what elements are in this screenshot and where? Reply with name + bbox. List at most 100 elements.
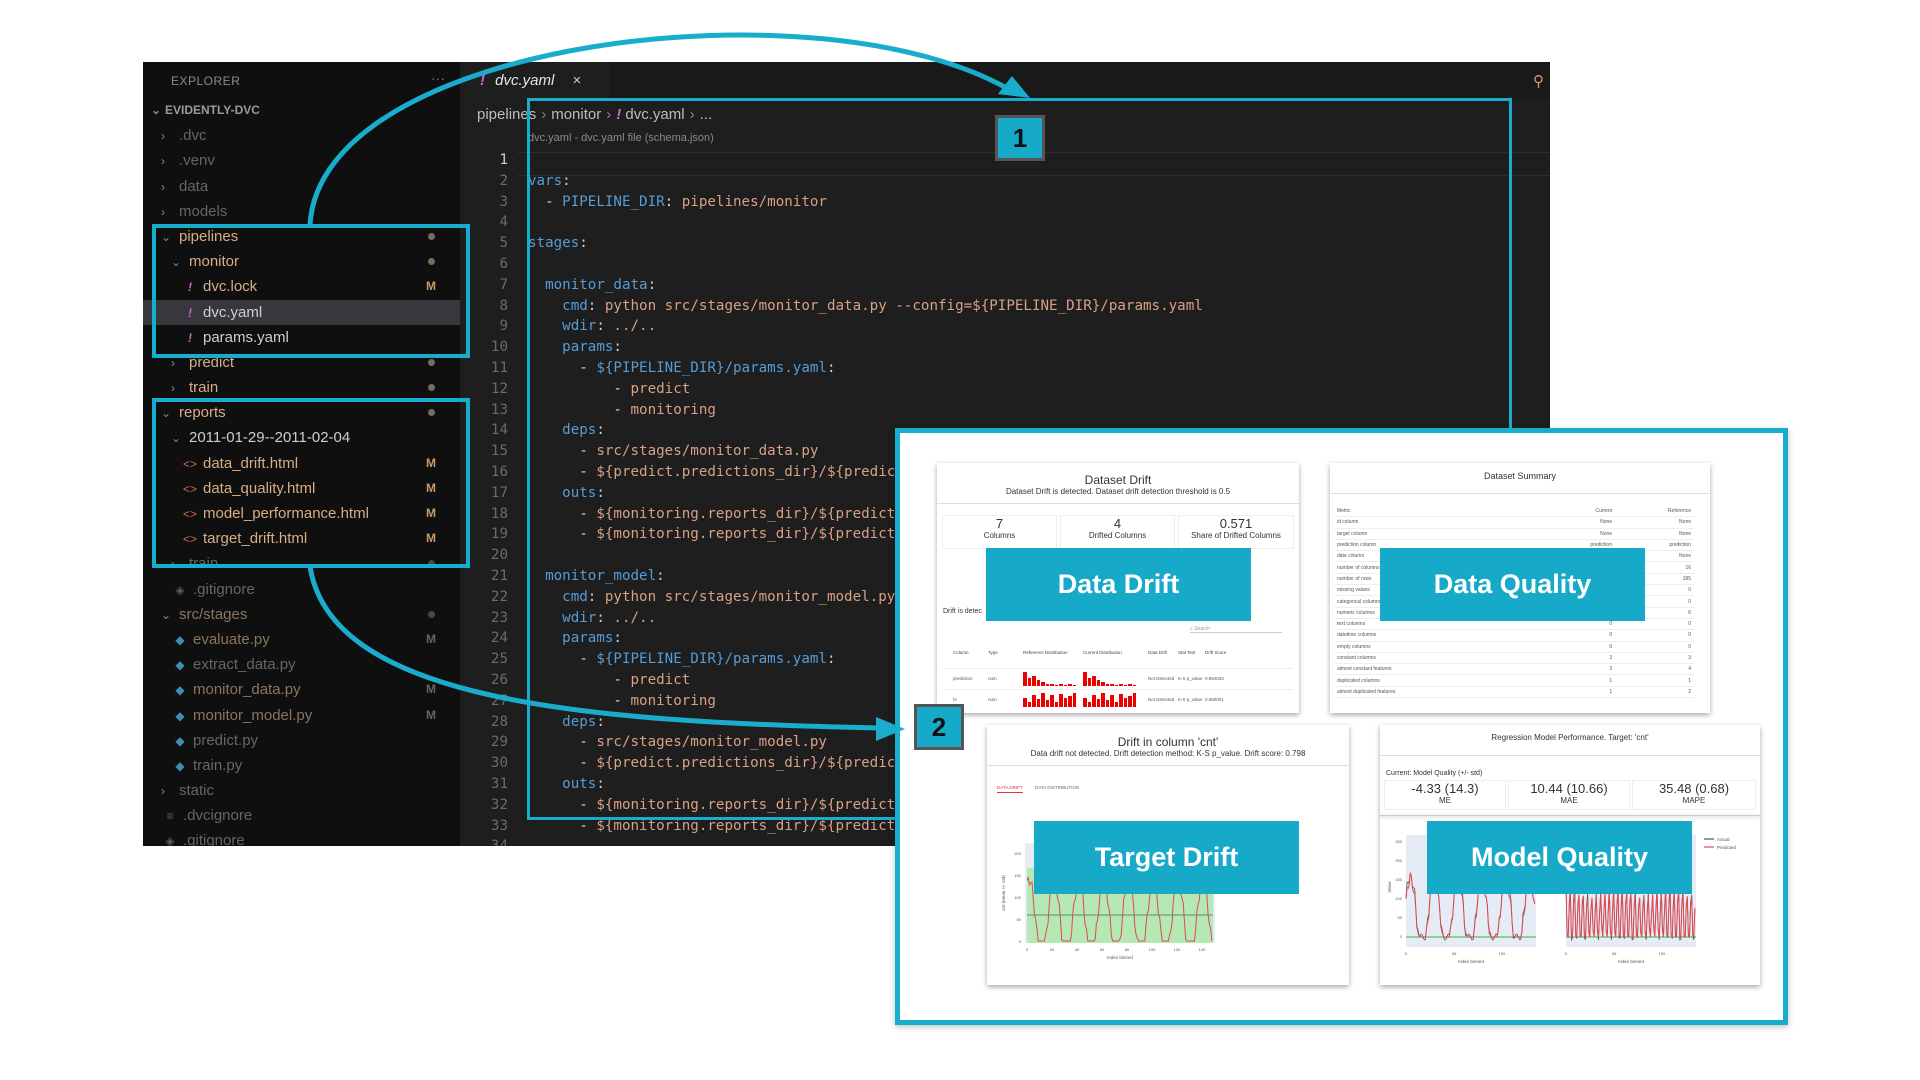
histogram-bar <box>1054 702 1058 707</box>
tree-item[interactable]: ⌄src/stages <box>143 602 460 627</box>
code-line: wdir: ../.. <box>562 318 657 335</box>
card-title: Dataset Drift <box>1084 473 1152 487</box>
line-number: 29 <box>490 734 508 751</box>
breadcrumb-file[interactable]: dvc.yaml <box>625 106 685 123</box>
tab-data-drift[interactable]: DATA DRIFT <box>997 785 1023 793</box>
x-tick-label: 80 <box>1125 947 1130 952</box>
tree-item[interactable]: ◈.gitignore <box>143 828 460 846</box>
cell-drift: Not Detected <box>1148 697 1175 702</box>
code-line: - predict <box>528 672 691 688</box>
x-tick-label: 40 <box>1075 947 1080 952</box>
tree-item-label: data_drift.html <box>203 454 299 472</box>
tree-item[interactable]: ⌄monitor <box>143 249 460 274</box>
tree-item[interactable]: ◈.gitignore <box>143 577 460 602</box>
tree-item[interactable]: ◆train.py <box>143 753 460 778</box>
chevron-right-icon: › <box>171 557 175 572</box>
x-axis-label: Index binned <box>1458 959 1484 964</box>
code-line: outs: <box>562 776 605 792</box>
tree-item-label: dvc.lock <box>203 278 258 296</box>
breadcrumb-monitor[interactable]: monitor <box>551 106 602 123</box>
tree-item-label: train <box>189 555 219 573</box>
tree-item[interactable]: › train <box>143 551 460 576</box>
table-cell: 3 <box>1540 663 1616 676</box>
tree-item[interactable]: ›.venv <box>143 148 460 173</box>
tree-item[interactable]: ⌄reports <box>143 400 460 425</box>
html-file-icon: <> <box>182 481 197 496</box>
y-tick-label: 0 <box>1400 934 1403 939</box>
tree-item[interactable]: ›models <box>143 199 460 224</box>
y-axis-label: Value <box>1387 881 1392 893</box>
histogram-bar <box>1083 698 1087 707</box>
table-cell: 0 <box>1540 618 1616 631</box>
metric-me: -4.33 (14.3)ME <box>1384 780 1506 810</box>
code-line: - monitoring <box>528 401 716 418</box>
tree-item[interactable]: ›static <box>143 778 460 803</box>
search-input[interactable]: ⌕ Search <box>1190 626 1282 633</box>
tree-item[interactable]: ◆extract_data.py <box>143 652 460 677</box>
tree-item-label: model_performance.html <box>203 505 369 522</box>
table-cell: 185 <box>1615 573 1694 586</box>
histogram-bar <box>1032 676 1036 686</box>
chevron-down-icon: ⌄ <box>161 406 172 421</box>
tab-dvc-yaml[interactable]: ! dvc.yaml × <box>460 62 610 100</box>
table-cell: None <box>1615 516 1694 529</box>
tree-item[interactable]: ≡.dvcignore <box>143 803 460 828</box>
modified-dot-icon <box>428 610 435 618</box>
close-icon[interactable]: × <box>572 72 582 89</box>
breadcrumb-symbol[interactable]: ... <box>699 106 713 123</box>
tree-item-label: pipelines <box>179 227 239 245</box>
tab-data-distribution[interactable]: DATA DISTRIBUTION <box>1035 785 1080 790</box>
html-file-icon: <> <box>182 456 197 471</box>
tree-item[interactable]: ⌄pipelines <box>143 224 460 249</box>
tree-item-label: extract_data.py <box>193 656 296 674</box>
tree-item-label: models <box>179 202 228 220</box>
split-editor-icon[interactable]: ⚲ <box>1533 73 1544 90</box>
project-root[interactable]: ⌄EVIDENTLY-DVC <box>143 98 460 123</box>
x-tick-label: 100 <box>1659 951 1666 956</box>
tree-item[interactable]: ⌄2011-01-29--2011-02-04 <box>143 425 460 450</box>
chevron-right-icon: › <box>161 179 165 194</box>
tree-item[interactable]: ›data <box>143 174 460 199</box>
line-number: 23 <box>490 609 508 626</box>
table-cell: 0 <box>1540 629 1616 642</box>
column-header: Column <box>953 650 969 655</box>
column-header: Type <box>988 650 998 655</box>
code-line: - predict <box>528 380 691 397</box>
line-number: 9 <box>499 318 508 335</box>
code-line: vars: <box>528 172 571 189</box>
file-tree: ⌄EVIDENTLY-DVC ›.dvc›.venv›data›models⌄p… <box>143 98 460 846</box>
histogram-bar <box>1059 684 1063 686</box>
tree-item[interactable]: ›predict <box>143 350 460 375</box>
histogram-bar <box>1119 694 1123 707</box>
tree-item[interactable]: ◆predict.py <box>143 728 460 753</box>
breadcrumb-pipelines[interactable]: pipelines <box>477 106 537 123</box>
line-number: 22 <box>490 588 508 605</box>
table-cell: 3 <box>1615 652 1694 665</box>
tree-item[interactable]: !params.yaml <box>143 325 460 350</box>
tree-item-label: .gitignore <box>183 832 245 846</box>
histogram-bar <box>1119 684 1123 686</box>
column-header: Data Drift <box>1148 650 1168 655</box>
histogram-bar <box>1087 702 1091 707</box>
more-actions-icon[interactable]: ··· <box>431 70 445 86</box>
tree-item[interactable]: ›.dvc <box>143 123 460 148</box>
tree-item-label: src/stages <box>179 605 248 623</box>
column-header: Current <box>1540 506 1616 518</box>
tree-item[interactable]: ›train <box>143 375 460 400</box>
table-cell: empty columns <box>1334 641 1540 653</box>
tree-item[interactable]: !dvc.yaml <box>143 299 460 325</box>
modified-dot-icon <box>428 258 435 266</box>
y-tick-label: 50 <box>1017 917 1022 922</box>
